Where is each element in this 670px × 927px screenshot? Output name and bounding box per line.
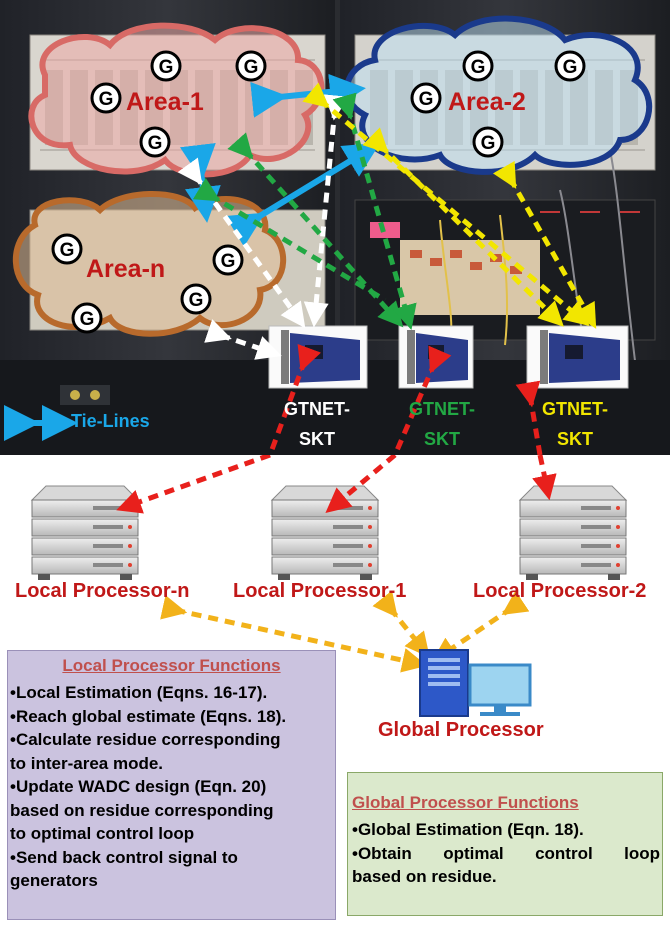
svg-text:G: G: [481, 133, 496, 154]
svg-text:G: G: [244, 57, 259, 78]
gtnet-skt-label-yellow: GTNET- SKT: [530, 394, 620, 454]
local-function-line: •Local Estimation (Eqns. 16-17).: [10, 683, 268, 702]
local-processor-n-label: Local Processor-n: [15, 580, 190, 602]
local-processor-2-label: Local Processor-2: [473, 580, 647, 602]
local-function-line: generators: [10, 871, 98, 890]
global-processor-label: Global Processor: [378, 719, 544, 741]
generator-icon: G: [139, 126, 171, 158]
gtnet-label-line1: GTNET-: [542, 399, 608, 419]
gtnet-label-line1: GTNET-: [409, 399, 475, 419]
svg-text:G: G: [99, 89, 114, 110]
gtnet-label-line2: SKT: [299, 429, 335, 449]
svg-text:G: G: [563, 57, 578, 78]
gtnet-skt-label-green: GTNET- SKT: [397, 394, 487, 454]
generator-icon: G: [554, 50, 586, 82]
local-function-line: •Update WADC design (Eqn. 20): [10, 777, 267, 796]
svg-text:G: G: [80, 309, 95, 330]
global-function-line: •Obtain optimal control loop: [352, 843, 660, 863]
area-1-label: Area-1: [126, 88, 204, 116]
local-function-line: •Reach global estimate (Eqns. 18).: [10, 706, 287, 726]
generator-icon: G: [235, 50, 267, 82]
generator-icon: G: [71, 302, 103, 334]
svg-text:G: G: [471, 57, 486, 78]
area-n-label: Area-n: [86, 255, 166, 283]
generator-icon: G: [180, 283, 212, 315]
gtnet-card-yellow: [526, 325, 629, 389]
computer-icon-global: [419, 649, 532, 717]
gtnet-to-local-arrows: [116, 455, 557, 514]
global-function-line: based on residue.: [352, 867, 497, 886]
svg-text:G: G: [159, 57, 174, 78]
svg-text:G: G: [148, 133, 163, 154]
gtnet-label-line2: SKT: [424, 429, 460, 449]
svg-text:G: G: [189, 290, 204, 311]
svg-text:G: G: [60, 240, 75, 261]
gtnet-label-line2: SKT: [557, 429, 593, 449]
gtnet-card-green: [398, 325, 474, 389]
local-functions-title: Local Processor Functions: [62, 656, 281, 675]
processor-network: [31, 455, 627, 717]
local-function-line: to optimal control loop: [10, 824, 195, 843]
rtds-rack-photo: G G G G G G G G G G G G: [0, 0, 670, 455]
generator-icon: G: [90, 82, 122, 114]
generator-icon: G: [410, 82, 442, 114]
tie-lines-label: Tie-Lines: [71, 411, 150, 431]
local-function-line: based on residue corresponding: [10, 800, 274, 820]
local-processor-1-label: Local Processor-1: [233, 580, 407, 602]
global-functions-title: Global Processor Functions: [352, 793, 579, 812]
server-icon-local-n: [31, 485, 139, 581]
global-functions-list: •Global Estimation (Eqn. 18). •Obtain op…: [352, 818, 660, 889]
local-to-global-arrows: [160, 590, 530, 673]
generator-icon: G: [462, 50, 494, 82]
generator-icon: G: [150, 50, 182, 82]
local-function-line: •Send back control signal to: [10, 847, 238, 867]
yellow-gtnet-arrows: [302, 82, 597, 329]
generator-icon: G: [51, 233, 83, 265]
server-icon-local-1: [271, 485, 379, 581]
gtnet-card-white: [268, 325, 368, 389]
generator-icon: G: [472, 126, 504, 158]
server-icon-local-2: [519, 485, 627, 581]
gtnet-label-line1: GTNET-: [284, 399, 350, 419]
global-processor-functions-box: Global Processor Functions •Global Estim…: [347, 772, 663, 916]
gtnet-skt-label-white: GTNET- SKT: [272, 394, 362, 454]
local-processor-functions-box: Local Processor Functions •Local Estimat…: [7, 650, 336, 920]
svg-text:G: G: [419, 89, 434, 110]
generator-icon: G: [212, 244, 244, 276]
area-2-label: Area-2: [448, 88, 526, 116]
local-function-line: to inter-area mode.: [10, 753, 164, 773]
svg-text:G: G: [221, 251, 236, 272]
global-function-line: •Global Estimation (Eqn. 18).: [352, 820, 584, 839]
local-functions-list: •Local Estimation (Eqns. 16-17). •Reach …: [10, 681, 335, 893]
local-function-line: •Calculate residue corresponding: [10, 730, 281, 749]
